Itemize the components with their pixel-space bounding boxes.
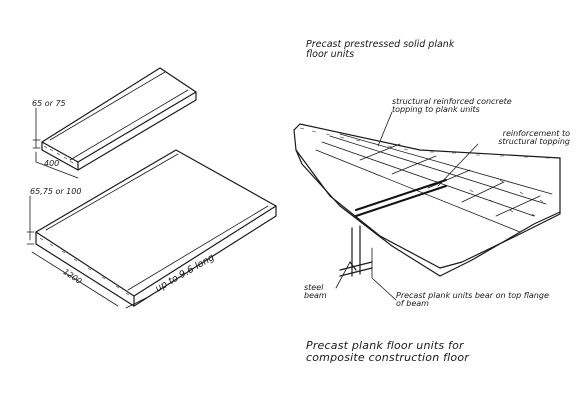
topping-label: structural reinforced concrete topping t… [392, 97, 512, 115]
bearing-label: Precast plank units bear on top flange o… [396, 291, 549, 309]
steel-beam-label: steel beam [304, 283, 327, 301]
wide-plank-unit [35, 149, 277, 307]
wide-plank-thickness-label: 65,75 or 100 [30, 187, 82, 196]
leader-lines [335, 111, 479, 301]
heading-text: Precast prestressed solid plank floor un… [306, 39, 455, 60]
caption-text: Precast plank floor units for composite … [306, 339, 469, 364]
narrow-plank-width-label: 400 [44, 159, 60, 168]
narrow-plank-unit [41, 67, 197, 171]
composite-floor-sketch [293, 123, 561, 277]
narrow-plank-dimensions [32, 107, 79, 179]
reinforcement-label: reinforcement to structural topping [498, 129, 570, 147]
narrow-plank-thickness-label: 65 or 75 [32, 99, 66, 108]
wide-plank-dimensions [26, 195, 151, 309]
